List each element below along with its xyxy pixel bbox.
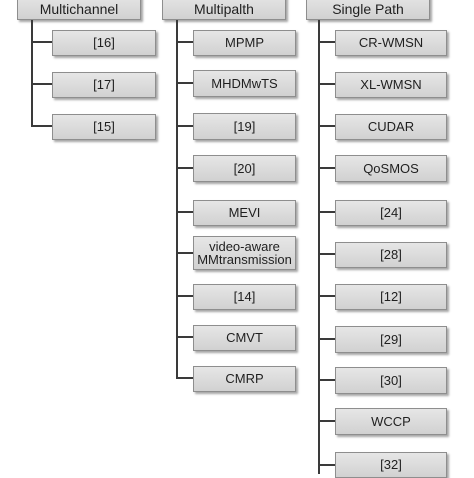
multipath-item: [20]	[193, 155, 296, 182]
multichannel-item: [17]	[52, 72, 156, 98]
multichannel-trunk-line	[31, 20, 33, 127]
connector-line	[318, 379, 335, 381]
multichannel-item: [16]	[52, 30, 156, 56]
connector-line	[176, 377, 193, 379]
connector-line	[318, 211, 335, 213]
multipath-trunk-line	[176, 20, 178, 379]
single-path-header: Single Path	[306, 0, 430, 20]
connector-line	[318, 295, 335, 297]
multichannel-item: [15]	[52, 114, 156, 140]
single-path-item: CUDAR	[335, 114, 447, 140]
connector-line	[318, 420, 335, 422]
connector-line	[31, 41, 52, 43]
single-path-item: [12]	[335, 284, 447, 310]
connector-line	[176, 167, 193, 169]
single-path-item: WCCP	[335, 408, 447, 435]
connector-line	[31, 83, 52, 85]
multipath-item: [14]	[193, 284, 296, 310]
single-path-item: CR-WMSN	[335, 30, 447, 56]
single-path-item: [24]	[335, 200, 447, 226]
connector-line	[176, 295, 193, 297]
single-path-item: XL-WMSN	[335, 72, 447, 98]
single-path-item: QoSMOS	[335, 155, 447, 182]
connector-line	[318, 167, 335, 169]
connector-line	[318, 253, 335, 255]
multipath-item: MEVI	[193, 200, 296, 226]
multipath-item: CMVT	[193, 325, 296, 351]
connector-line	[176, 82, 193, 84]
multipath-item: MPMP	[193, 30, 296, 56]
connector-line	[176, 41, 193, 43]
connector-line	[176, 125, 193, 127]
connector-line	[318, 83, 335, 85]
connector-line	[318, 338, 335, 340]
single-path-trunk-line	[318, 20, 320, 474]
connector-line	[176, 252, 193, 254]
connector-line	[176, 211, 193, 213]
connector-line	[318, 125, 335, 127]
single-path-item: [30]	[335, 367, 447, 394]
multipath-item: CMRP	[193, 366, 296, 392]
connector-line	[176, 336, 193, 338]
multipath-item: [19]	[193, 113, 296, 140]
single-path-item: [29]	[335, 326, 447, 353]
connector-line	[318, 41, 335, 43]
connector-line	[31, 125, 52, 127]
multipath-item: MHDMwTS	[193, 70, 296, 97]
multichannel-header: Multichannel	[17, 0, 141, 20]
single-path-item: [32]	[335, 452, 447, 478]
multipath-header: Multipalth	[162, 0, 286, 20]
connector-line	[318, 464, 335, 466]
single-path-item: [28]	[335, 242, 447, 268]
multipath-item: video-aware MMtransmission	[193, 236, 296, 270]
